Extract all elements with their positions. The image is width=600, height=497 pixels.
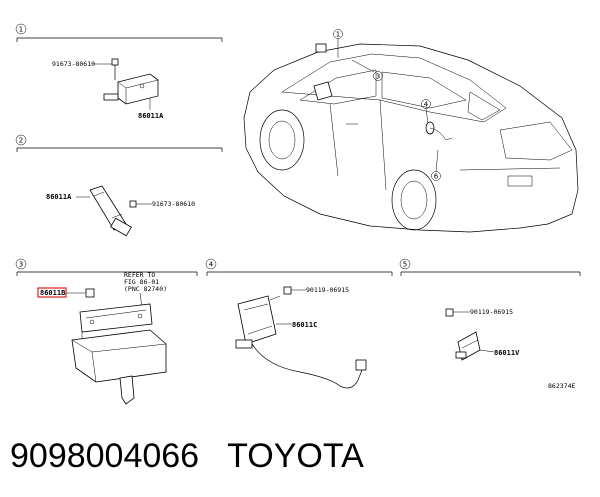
- part-label-91673-80610-2: 91673-80610: [152, 200, 195, 208]
- part-label-91673-80610: 91673-80610: [52, 60, 95, 68]
- car-marker-1: 1: [336, 31, 340, 39]
- sensor-86011v-part: [455, 331, 481, 361]
- bolt-part: [111, 58, 119, 66]
- section-3: 3 86011B REFER TO FIG 86-01 (PNC 82740): [15, 258, 198, 405]
- part-label-86011a: 86011A: [138, 112, 164, 120]
- section-5-number: 5: [403, 261, 407, 269]
- clip-part: [85, 288, 95, 298]
- bolt-part-2: [129, 200, 137, 208]
- section-3-number: 3: [19, 261, 23, 269]
- sensor-86011a-module: [89, 185, 132, 237]
- section-2: 2 86011A 91673-80610: [15, 134, 223, 237]
- refer-line-1: REFER TO: [124, 271, 155, 279]
- wire-harness: [251, 343, 363, 389]
- sensor-86011c-part: [235, 295, 281, 349]
- figure-code: 862374E: [548, 382, 575, 390]
- ecu-housing: [71, 329, 167, 405]
- section-1-number: 1: [19, 26, 23, 34]
- car-illustration: 1 3 4 6: [243, 29, 579, 233]
- section-4-number: 4: [209, 261, 214, 269]
- car-marker-4: 4: [424, 101, 429, 109]
- car-marker-3: 3: [376, 73, 380, 81]
- refer-line-2: FIG 86-01: [124, 278, 159, 286]
- wire-connector: [355, 359, 367, 371]
- caption-part-number: 9098004066: [10, 437, 200, 475]
- bolt-part-5: [445, 308, 454, 317]
- part-label-86011v: 86011V: [494, 349, 520, 357]
- section-1: 1 91673-80610 86011A: [15, 23, 223, 120]
- refer-line-3: (PNC 82740): [124, 285, 167, 293]
- bracket-assembly: [79, 303, 153, 343]
- caption-brand: TOYOTA: [227, 437, 364, 475]
- part-label-86011c: 86011C: [292, 321, 317, 329]
- part-label-86011a-2: 86011A: [46, 193, 72, 201]
- highlighted-part-box: [37, 287, 67, 298]
- part-label-90119-06915: 90119-06915: [306, 286, 349, 294]
- bolt-part-4: [283, 286, 292, 295]
- caption: 9098004066 TOYOTA: [10, 436, 364, 476]
- section-4: 4 90119-06915 86011C: [205, 258, 393, 389]
- part-label-86011b: 86011B: [40, 289, 65, 297]
- section-5: 5 90119-06915 86011V 862374E: [399, 258, 581, 390]
- car-marker-6: 6: [434, 173, 439, 181]
- section-2-number: 2: [19, 137, 23, 145]
- part-label-90119-06915-2: 90119-06915: [470, 308, 513, 316]
- sensor-86011a-part: [103, 73, 159, 105]
- parts-diagram: 1 91673-80610 86011A 2 86011A: [15, 23, 581, 405]
